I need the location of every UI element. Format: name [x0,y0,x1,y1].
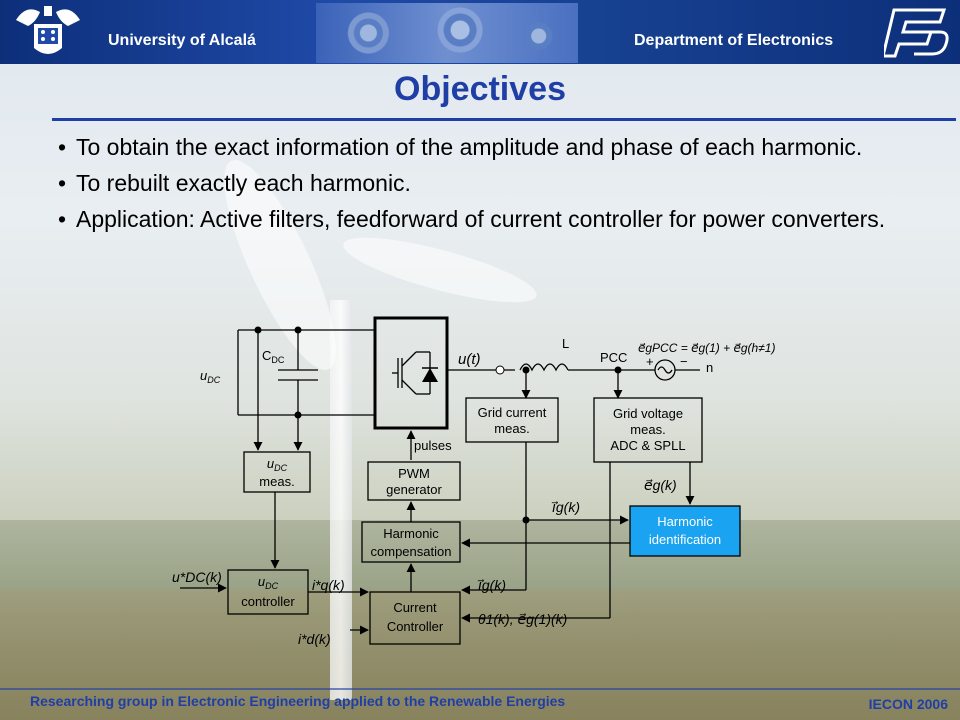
grid-current-meas-label-1: Grid current [478,405,547,420]
header-banner-image [316,3,578,63]
grid-voltage-meas-label-3: ADC & SPLL [610,438,685,453]
university-name: University of Alcalá [108,32,256,49]
inverter-box [373,316,449,430]
ig-k-top-label: i⃗g(k) [551,499,580,515]
grid-voltage-meas-label-1: Grid voltage [613,406,683,421]
cdc-label: CDC [262,348,285,365]
junction-dot [294,326,302,334]
grid-voltage-meas-label-2: meas. [630,422,665,437]
iq-ref-label: i*q(k) [312,577,345,593]
diode-symbol [422,368,438,382]
department-name: Department of Electronics [634,32,834,49]
grid-current-meas-label-2: meas. [494,421,529,436]
university-crest-logo [16,6,80,54]
plus-sign: + [646,354,654,369]
pwm-generator-box [367,461,461,501]
udc-ctrl-label-2: controller [241,594,295,609]
udc-meas-box [243,451,311,493]
ig-k-bottom-label: i⃗g(k) [477,577,506,593]
wind-turbine-tower [330,300,352,700]
current-controller-box [369,591,461,645]
research-group-footer: Researching group in Electronic Engineer… [30,693,566,709]
theta-eg-label: θ1(k), e⃗g(1)(k) [478,611,567,627]
footer-divider [0,688,960,690]
grid-current-meas-box [465,397,559,443]
udc-label: uDC [200,368,221,385]
harm-comp-label-2: compensation [371,544,452,559]
department-logo [884,8,949,58]
objective-item: To rebuilt exactly each harmonic. [58,168,918,198]
background-valley [0,590,960,720]
pwm-label-1: PWM [398,466,430,481]
pwm-label-2: generator [386,482,442,497]
harm-id-label-1: Harmonic [657,514,713,529]
inductor-label: L [562,336,569,351]
udc-ref-label: u*DC(k) [172,569,222,585]
header-bar: University of Alcalá Department of Elect… [0,0,960,64]
conference-footer: IECON 2006 [868,696,948,712]
id-ref-label: i*d(k) [298,631,331,647]
harmonic-identification-box [629,505,741,557]
slide-title: Objectives [394,70,566,108]
neutral-label: n [706,360,713,375]
current-ctrl-label-1: Current [393,600,437,615]
control-block-diagram: uDC CDC u(t) L PCC e⃗gPCC = e⃗g(1) + e⃗g… [172,316,775,647]
junction-dot [614,366,622,374]
minus-sign: − [680,354,688,369]
title-divider [52,118,956,121]
harm-comp-label-1: Harmonic [383,526,439,541]
objective-item: Application: Active filters, feedforward… [58,204,918,234]
objectives-list: To obtain the exact information of the a… [58,132,918,240]
junction-dot [254,326,262,334]
grid-voltage-equation: e⃗gPCC = e⃗g(1) + e⃗g(h≠1) [638,341,775,355]
junction-dot [522,516,530,524]
pulses-label: pulses [414,438,452,453]
inductor-symbol [519,363,569,372]
ut-label: u(t) [458,351,481,368]
igbt-symbol [392,351,431,395]
udc-meas-label-2: meas. [259,474,294,489]
udc-meas-label-1: uDC [267,456,288,473]
junction-dot [294,411,302,419]
udc-ctrl-label-1: uDC [258,574,279,591]
current-ctrl-label-2: Controller [387,619,444,634]
grid-source-wave [657,366,673,374]
junction-dot [522,366,530,374]
grid-voltage-meas-box [593,397,703,463]
objective-item: To obtain the exact information of the a… [58,132,918,162]
pcc-label: PCC [600,350,627,365]
eg-k-label: e⃗g(k) [644,477,677,493]
harm-id-label-2: identification [649,532,721,547]
output-terminal [495,365,505,375]
